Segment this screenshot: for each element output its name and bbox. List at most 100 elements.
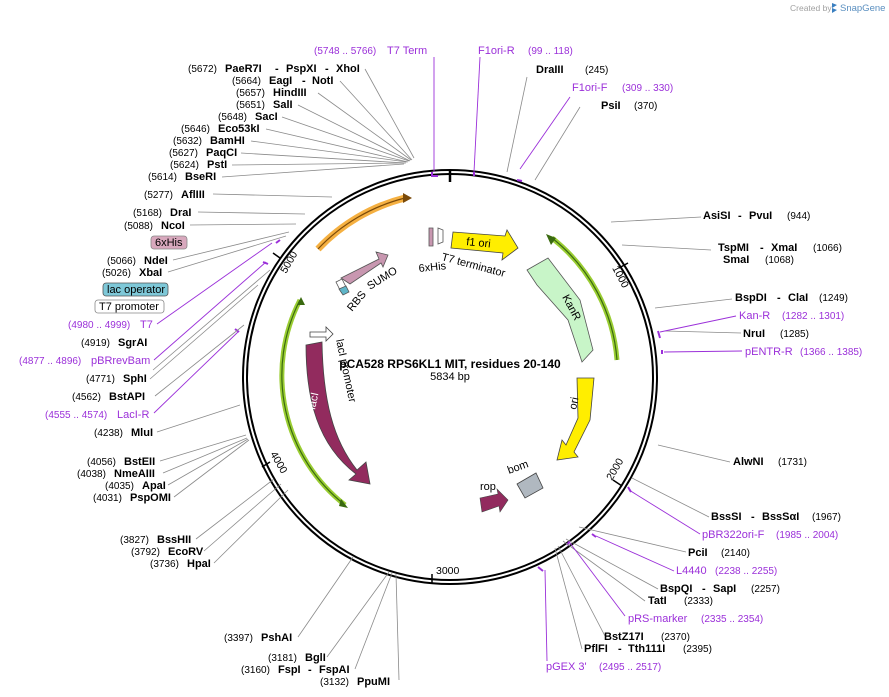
site-draiii-pos: (245)	[585, 65, 608, 76]
primer-f1ori-f-name: F1ori-F	[572, 82, 608, 94]
rbs-label: RBS	[345, 289, 369, 314]
site-sali: SalI	[273, 99, 293, 111]
site-mlui-pos: (4238)	[94, 428, 123, 439]
primer-t7-range: (4980 .. 4999)	[68, 320, 130, 331]
svg-text:-: -	[760, 242, 764, 254]
site-paqci-pos: (5627)	[169, 148, 198, 159]
site-pcii-pos: (2140)	[721, 548, 750, 559]
primer-f1ori-f-range: (309 .. 330)	[622, 83, 673, 94]
site-saci: SacI	[255, 111, 278, 123]
primer-kan-r-range: (1282 .. 1301)	[782, 311, 844, 322]
plasmid-length: 5834 bp	[430, 371, 470, 383]
site-xmai: XmaI	[771, 242, 797, 254]
site-paer7i: PaeR7I	[225, 63, 262, 75]
tick-1000: 1000	[609, 264, 631, 290]
site-hpai: HpaI	[187, 558, 211, 570]
svg-text:-: -	[302, 75, 306, 87]
site-sphi-pos: (4771)	[86, 374, 115, 385]
site-nrui-pos: (1285)	[780, 329, 809, 340]
site-ppumi: PpuMI	[357, 676, 390, 688]
site-pspomi: PspOMI	[130, 492, 171, 504]
site-bspdi-pos: (1249)	[819, 293, 848, 304]
site-hindiii: HindIII	[273, 87, 307, 99]
site-hindiii-pos: (5657)	[236, 88, 265, 99]
site-bstz17i: BstZ17I	[604, 631, 644, 643]
snapgene-logo-icon	[832, 3, 837, 13]
his-tag-block	[428, 227, 434, 247]
site-ncoi-pos: (5088)	[124, 221, 153, 232]
tick-5000: 5000	[278, 249, 300, 275]
leader-lines	[149, 68, 742, 681]
t7-promoter-label: T7 promoter	[99, 301, 159, 313]
site-hpai-pos: (3736)	[150, 559, 179, 570]
site-xbai: XbaI	[139, 267, 162, 279]
site-asisi-pos: (944)	[787, 211, 810, 222]
primer-t7term-name: T7 Term	[387, 45, 427, 57]
tick-marks	[261, 252, 629, 583]
site-afliii: AflIII	[181, 189, 205, 201]
ori-arrow	[556, 377, 595, 461]
his-tag-box: 6xHis	[150, 235, 188, 250]
site-bsssi: BssSI	[711, 511, 742, 523]
site-bseri: BseRI	[185, 171, 216, 183]
site-pflfi: PflFI	[584, 643, 608, 655]
f1-ori-arrow	[450, 229, 519, 261]
primer-kan-r-name: Kan-R	[739, 310, 770, 322]
site-bstapi-pos: (4562)	[72, 392, 101, 403]
site-tati-pos: (2333)	[684, 596, 713, 607]
site-psti: PstI	[207, 159, 227, 171]
site-psii: PsiI	[601, 100, 621, 112]
site-pspomi-pos: (4031)	[93, 493, 122, 504]
primer-pbr322ori-f-range: (1985 .. 2004)	[776, 530, 838, 541]
f1-ori-label: f1 ori	[466, 236, 492, 250]
site-pvui: PvuI	[749, 210, 772, 222]
site-nrui: NruI	[743, 328, 765, 340]
bom-block	[516, 472, 544, 499]
site-asisi: AsiSI	[703, 210, 731, 222]
site-pshai: PshAI	[261, 632, 292, 644]
lac-operator-box: lac operator	[102, 282, 169, 297]
site-bsteii-pos: (4056)	[87, 457, 116, 468]
site-alwni: AlwNI	[733, 456, 764, 468]
site-apai-pos: (4035)	[105, 481, 134, 492]
site-ecorv: EcoRV	[168, 546, 204, 558]
site-bstz17i-pos: (2370)	[661, 632, 690, 643]
primer-prs-marker-name: pRS-marker	[628, 613, 688, 625]
site-tspmi-pos: (1066)	[813, 243, 842, 254]
site-drai-pos: (5168)	[133, 208, 162, 219]
site-bgli: BglI	[305, 652, 326, 664]
primer-leader-lines	[153, 56, 743, 662]
site-bspqi: BspQI	[660, 583, 692, 595]
his-tag-box-label: 6xHis	[155, 237, 183, 249]
right-labels: F1ori-R (99 .. 118) DraIII (245) F1ori-F…	[478, 45, 862, 673]
primer-f1ori-r-name: F1ori-R	[478, 45, 515, 57]
tick-3000: 3000	[436, 565, 460, 577]
left-labels: (5748 .. 5766) T7 Term (5672) PaeR7I - P…	[19, 45, 427, 688]
tick-2000: 2000	[604, 456, 626, 482]
primer-l4440-range: (2238 .. 2255)	[715, 566, 777, 577]
site-bsssi-pos: (1967)	[812, 512, 841, 523]
primer-pbr322ori-f-name: pBR322ori-F	[702, 529, 765, 541]
rop-arrow	[479, 488, 509, 513]
site-tati: TatI	[648, 595, 667, 607]
primer-f1ori-r-range: (99 .. 118)	[528, 46, 573, 57]
site-xhoi: XhoI	[336, 63, 360, 75]
site-pspxi: PspXI	[286, 63, 317, 75]
svg-text:-: -	[751, 511, 755, 523]
primer-laci-r-range: (4555 .. 4574)	[45, 410, 107, 421]
laci-arrow	[305, 341, 371, 485]
site-smai-pos: (1068)	[765, 255, 794, 266]
site-tspmi: TspMI	[718, 242, 749, 254]
site-psii-pos: (370)	[634, 101, 657, 112]
site-eagi-pos: (5664)	[232, 76, 261, 87]
sumo-arrow	[340, 251, 389, 285]
primer-pgex3-name: pGEX 3'	[546, 661, 587, 673]
plasmid-title: pCA528 RPS6KL1 MIT, residues 20-140	[339, 357, 561, 371]
site-bstapi: BstAPI	[109, 391, 145, 403]
svg-text:-: -	[275, 63, 279, 75]
svg-text:-: -	[618, 643, 622, 655]
site-eco53ki: Eco53kI	[218, 123, 260, 135]
site-apai: ApaI	[142, 480, 166, 492]
bom-label: bom	[506, 458, 530, 477]
